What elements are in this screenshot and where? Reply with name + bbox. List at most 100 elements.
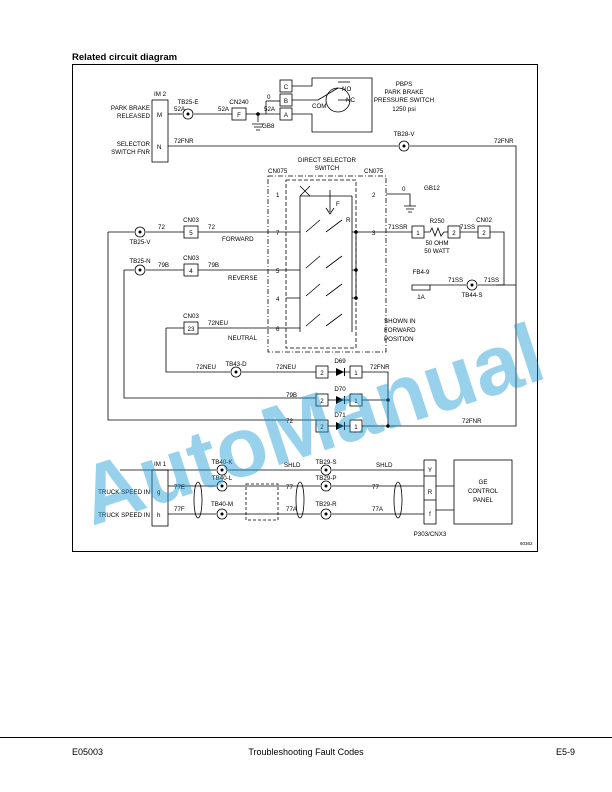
wire-label: 72FNR (370, 364, 390, 371)
pin-label: h (157, 512, 161, 519)
footer-divider (0, 737, 612, 738)
pin-label: 5 (276, 268, 280, 275)
wire-label: 71SS (484, 277, 499, 284)
note-label: FORWARD (384, 327, 416, 334)
diode-label: D71 (334, 412, 346, 419)
wire-label: 72NEU (196, 364, 216, 371)
ground-label: GB12 (424, 185, 440, 192)
wire-label: 0 (267, 94, 271, 101)
wire-label: 72 (158, 224, 165, 231)
ge-panel-label: PANEL (473, 497, 493, 504)
truck-speed-label: TRUCK SPEED IN (98, 512, 150, 519)
selector-switch-label-1: SELECTOR (117, 141, 151, 148)
pin-label: 4 (276, 296, 280, 303)
resistor-label: R250 (430, 218, 445, 225)
terminal-label: TB40-L (212, 475, 233, 482)
truck-speed-label: TRUCK SPEED IN (98, 489, 150, 496)
direction-label: R (346, 217, 351, 224)
wire-label: SHLD (376, 462, 393, 469)
wire-label: 77 (286, 484, 293, 491)
terminal-label: TB29-S (316, 459, 337, 466)
pin-label: g (157, 489, 161, 496)
wire-label: 52A (264, 106, 276, 113)
terminal-label: TB29-R (315, 501, 337, 508)
direction-label: F (336, 201, 340, 208)
diode-label: D70 (334, 386, 346, 393)
pin-label: 3 (372, 230, 376, 237)
connector-label: CN240 (229, 99, 249, 106)
footer-section-title: Troubleshooting Fault Codes (248, 747, 364, 757)
pin-label: 2 (320, 424, 324, 431)
terminal-label: TB25-V (130, 239, 152, 246)
terminal-label: TB29-P (316, 475, 337, 482)
terminal-label: TB43-D (225, 361, 247, 368)
pin-label: B (284, 98, 288, 105)
switch-contact-label: COM (312, 103, 326, 110)
pin-label: 2 (320, 398, 324, 405)
wire-label: 79B (286, 392, 297, 399)
pbps-title: PBPS (396, 81, 413, 88)
wire-label: 71SS (448, 277, 463, 284)
im2-label: IM 2 (154, 91, 167, 98)
terminal-label: TB40-K (212, 459, 234, 466)
fuse-label: FB4-9 (413, 269, 430, 276)
connector-label: CN075 (364, 168, 384, 175)
connector-label: CN03 (183, 255, 199, 262)
wire-label: 52A (174, 106, 186, 113)
wire-label: 71SS (460, 224, 475, 231)
reverse-label: REVERSE (228, 275, 258, 282)
connector-label: P303/CNX3 (414, 531, 447, 538)
pin-label: 5 (189, 230, 193, 237)
diagram-frame (72, 64, 538, 552)
wire-label: 72NEU (276, 364, 296, 371)
wiring (107, 77, 517, 527)
diode-label: D69 (334, 358, 346, 365)
pin-label: R (428, 489, 433, 496)
pin-label: 2 (320, 370, 324, 377)
pin-m: M (157, 112, 162, 119)
forward-label: FORWARD (222, 236, 254, 243)
wire-label: 72 (208, 224, 215, 231)
neutral-label: NEUTRAL (228, 335, 257, 342)
wire-label: 72NEU (208, 320, 228, 327)
terminal-label: TB44-S (462, 292, 483, 299)
pin-label: 1 (354, 398, 358, 405)
wire-label: 79B (158, 262, 169, 269)
wire-label: 77A (372, 506, 384, 513)
im2-connector (151, 99, 169, 163)
pin-label: 2 (372, 192, 376, 199)
connector-label: CN02 (476, 217, 492, 224)
wire-label: 77A (286, 506, 298, 513)
pin-label: 23 (188, 326, 195, 333)
wire-label: 72FNR (462, 418, 482, 425)
pin-n: N (157, 144, 161, 151)
fuse-rating: 1A (417, 294, 425, 301)
pin-label: f (429, 511, 431, 518)
figure-code: 60362 (520, 541, 533, 546)
pin-label: F (237, 112, 241, 119)
ge-panel-label: GE (479, 479, 488, 486)
park-brake-label-2: RELEASED (117, 113, 151, 120)
pin-label: 1 (354, 370, 358, 377)
pbps-title: 1250 psi (392, 106, 415, 113)
switch-title: DIRECT SELECTOR (298, 157, 356, 164)
footer-page-number: E5-9 (555, 747, 575, 757)
pin-label: 1 (354, 424, 358, 431)
resistor-value: 50 OHM (425, 240, 448, 247)
pin-label: 4 (189, 268, 193, 275)
terminal-label: TB40-M (211, 501, 233, 508)
im1-label: IM 1 (154, 461, 167, 468)
terminal-label: TB25-N (129, 258, 150, 265)
pin-label: 2 (482, 230, 486, 237)
wire-label: 77 (372, 484, 379, 491)
terminal-label: TB28-V (394, 131, 416, 138)
footer-doc-code: E05003 (72, 747, 104, 757)
section-heading: Related circuit diagram (72, 52, 178, 63)
wire-label: 52A (218, 106, 230, 113)
connector-label: CN03 (183, 313, 199, 320)
wire-label: 77E (174, 484, 185, 491)
wire-label: 72 (286, 418, 293, 425)
wire-label: 71SSR (388, 224, 408, 231)
pin-label: 2 (452, 230, 456, 237)
